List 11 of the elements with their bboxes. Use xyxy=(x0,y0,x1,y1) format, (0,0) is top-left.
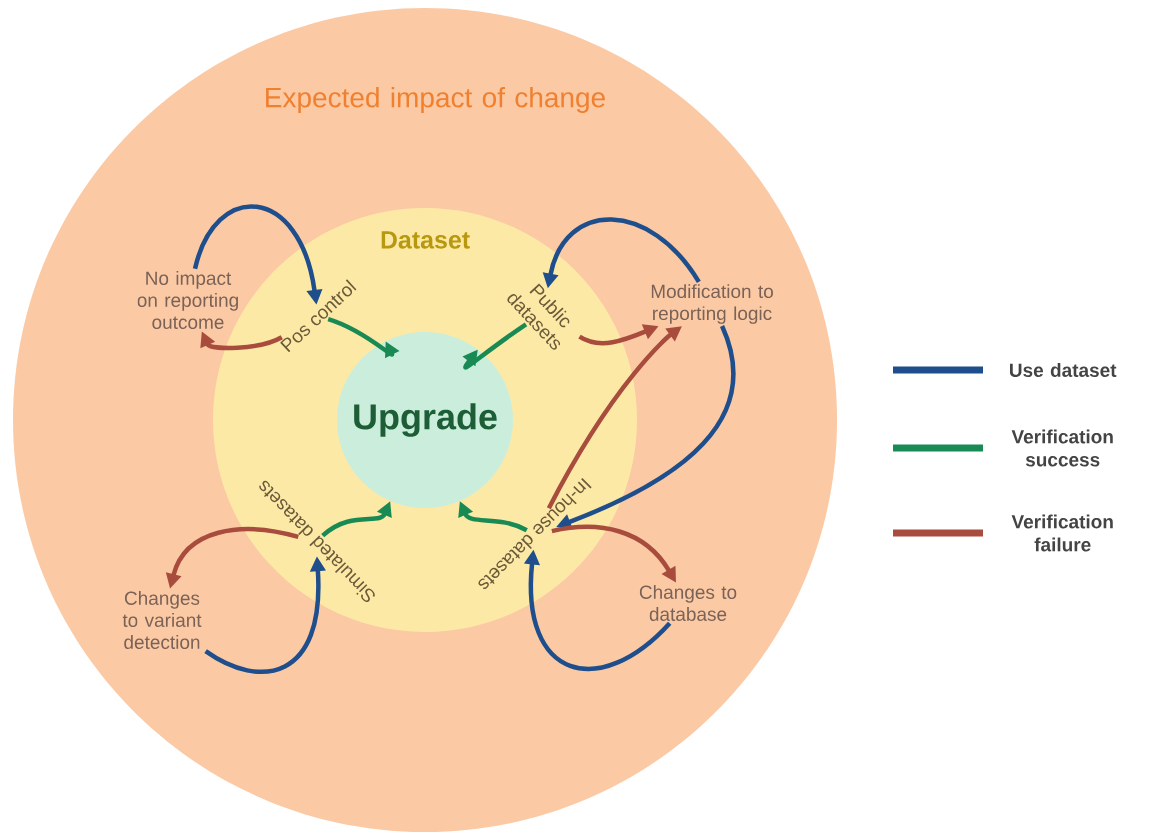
circle-title: Dataset xyxy=(381,231,470,249)
circle-title: Expected impact of change xyxy=(266,86,605,114)
legend-label: Verification success xyxy=(1011,429,1113,467)
outcome-label: Changes to database xyxy=(639,585,737,621)
legend-label: Verification failure xyxy=(1011,514,1113,552)
outcome-label: Changes to variant detection xyxy=(122,591,202,649)
legend-label: Use dataset xyxy=(1010,363,1117,377)
outcome-label: Modification to reporting logic xyxy=(651,284,773,324)
arrow xyxy=(462,322,528,370)
outcome-label: No impact on reporting outcome xyxy=(137,271,238,329)
circle-title: Upgrade xyxy=(354,403,497,437)
